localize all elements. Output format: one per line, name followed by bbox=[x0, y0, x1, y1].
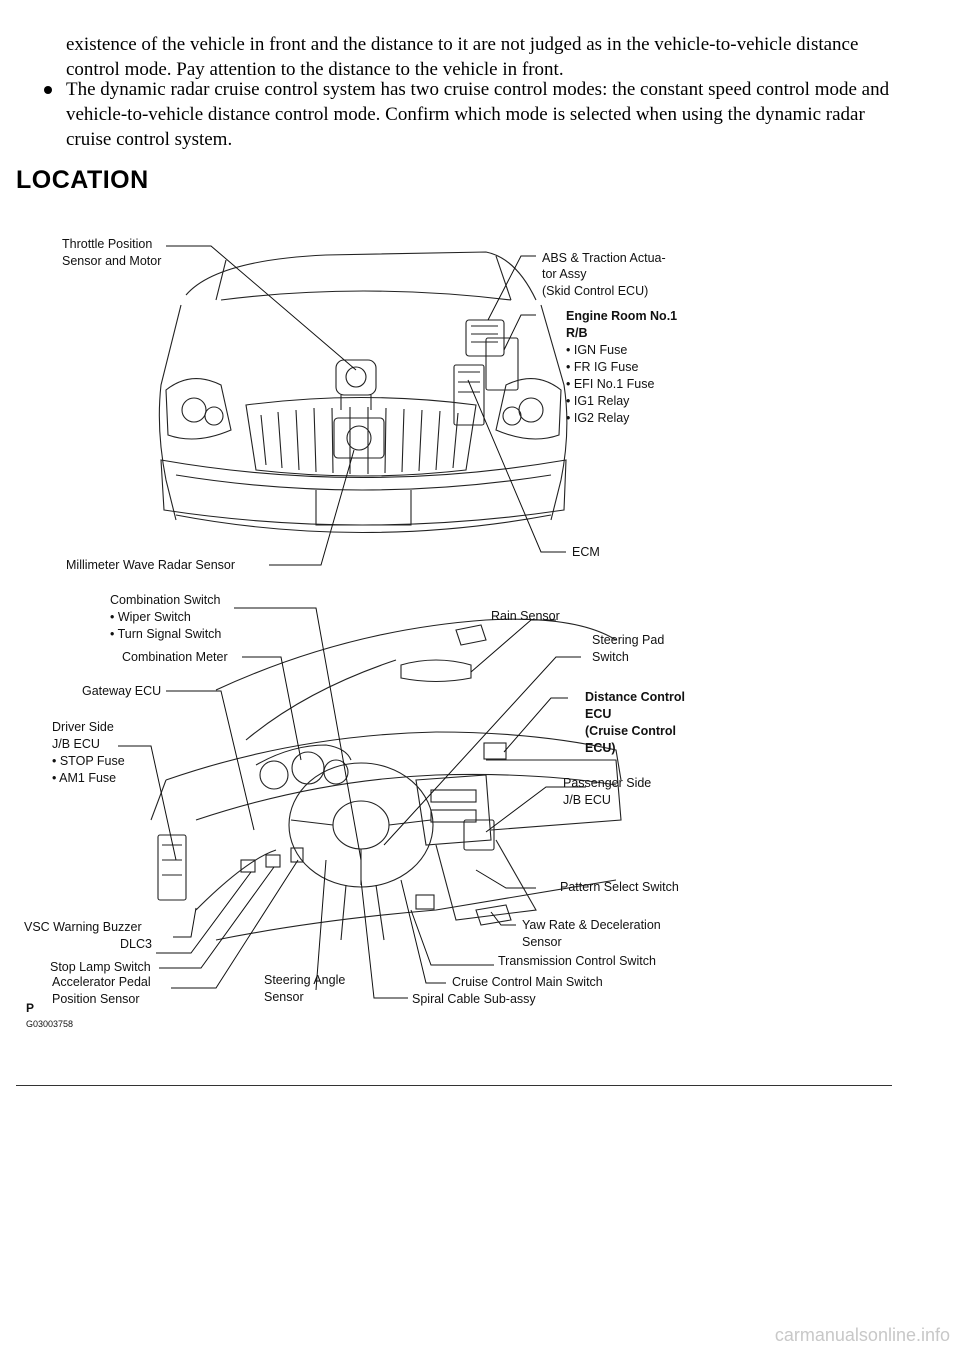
section-heading: LOCATION bbox=[16, 166, 149, 194]
label-passenger-jb-ecu: J/B ECU bbox=[563, 793, 611, 807]
paragraph-continuation: existence of the vehicle in front and th… bbox=[66, 34, 859, 80]
figure-code-p: P bbox=[26, 1001, 34, 1015]
bullet-text: The dynamic radar cruise control system … bbox=[66, 79, 890, 150]
label-cruise-control-main-switch: Cruise Control Main Switch bbox=[452, 975, 603, 989]
label-accelerator-position-sensor: Position Sensor bbox=[52, 992, 140, 1006]
label-vsc-warning-buzzer: VSC Warning Buzzer bbox=[24, 920, 142, 934]
label-millimeter-wave-radar: Millimeter Wave Radar Sensor bbox=[66, 558, 235, 572]
label-distance-control-ecu: ECU bbox=[585, 707, 611, 721]
label-rb: R/B bbox=[566, 326, 588, 340]
label-combination-switch: Combination Switch bbox=[110, 593, 221, 607]
watermark: carmanualsonline.info bbox=[774, 1325, 950, 1345]
label-abs-actuator-assy: tor Assy bbox=[542, 267, 587, 281]
location-diagram: Throttle Position Sensor and Motor ABS &… bbox=[24, 237, 685, 1029]
bullet-dot-icon bbox=[44, 86, 52, 94]
top-leader-lines bbox=[166, 245, 566, 566]
label-transmission-control-switch: Transmission Control Switch bbox=[498, 954, 656, 968]
label-stop-lamp-switch: Stop Lamp Switch bbox=[50, 960, 151, 974]
label-ig2-relay: • IG2 Relay bbox=[566, 411, 630, 425]
label-abs-actuator: ABS & Traction Actua- bbox=[542, 251, 666, 265]
label-engine-room-rb: Engine Room No.1 bbox=[566, 309, 677, 323]
label-cruise-control-ecu: ECU) bbox=[585, 741, 616, 755]
label-cruise-control: (Cruise Control bbox=[585, 724, 676, 738]
label-accelerator-pedal: Accelerator Pedal bbox=[52, 975, 151, 989]
label-spiral-cable: Spiral Cable Sub-assy bbox=[412, 992, 536, 1006]
label-pattern-select-switch: Pattern Select Switch bbox=[560, 880, 679, 894]
label-turn-signal-switch: • Turn Signal Switch bbox=[110, 627, 221, 641]
label-steering-angle-sensor: Sensor bbox=[264, 990, 304, 1004]
label-throttle-position: Throttle Position bbox=[62, 237, 152, 251]
label-dlc3: DLC3 bbox=[120, 937, 152, 951]
label-driver-jb-ecu: J/B ECU bbox=[52, 737, 100, 751]
label-combination-meter: Combination Meter bbox=[122, 650, 228, 664]
label-ign-fuse: • IGN Fuse bbox=[566, 343, 627, 357]
label-steering-pad-switch: Switch bbox=[592, 650, 629, 664]
location-figure: Throttle Position Sensor and Motor ABS &… bbox=[16, 220, 706, 1045]
label-skid-control-ecu: (Skid Control ECU) bbox=[542, 284, 648, 298]
label-driver-side: Driver Side bbox=[52, 720, 114, 734]
label-passenger-side: Passenger Side bbox=[563, 776, 651, 790]
label-wiper-switch: • Wiper Switch bbox=[110, 610, 191, 624]
label-distance-control: Distance Control bbox=[585, 690, 685, 704]
engine-bay-illustration bbox=[158, 251, 568, 534]
horizontal-rule bbox=[16, 1085, 892, 1086]
label-yaw-rate-sensor: Sensor bbox=[522, 935, 562, 949]
label-stop-fuse: • STOP Fuse bbox=[52, 754, 125, 768]
label-efi-fuse: • EFI No.1 Fuse bbox=[566, 377, 654, 391]
label-fr-ig-fuse: • FR IG Fuse bbox=[566, 360, 638, 374]
label-steering-angle: Steering Angle bbox=[264, 973, 345, 987]
figure-code-id: G03003758 bbox=[26, 1019, 73, 1029]
label-am1-fuse: • AM1 Fuse bbox=[52, 771, 116, 785]
label-steering-pad: Steering Pad bbox=[592, 633, 664, 647]
label-rain-sensor: Rain Sensor bbox=[491, 609, 560, 623]
label-yaw-rate: Yaw Rate & Deceleration bbox=[522, 918, 661, 932]
interior-illustration bbox=[150, 618, 622, 941]
label-ig1-relay: • IG1 Relay bbox=[566, 394, 630, 408]
label-throttle-sensor-motor: Sensor and Motor bbox=[62, 254, 161, 268]
label-ecm: ECM bbox=[572, 545, 600, 559]
bottom-leader-lines bbox=[118, 607, 586, 999]
label-gateway-ecu: Gateway ECU bbox=[82, 684, 161, 698]
